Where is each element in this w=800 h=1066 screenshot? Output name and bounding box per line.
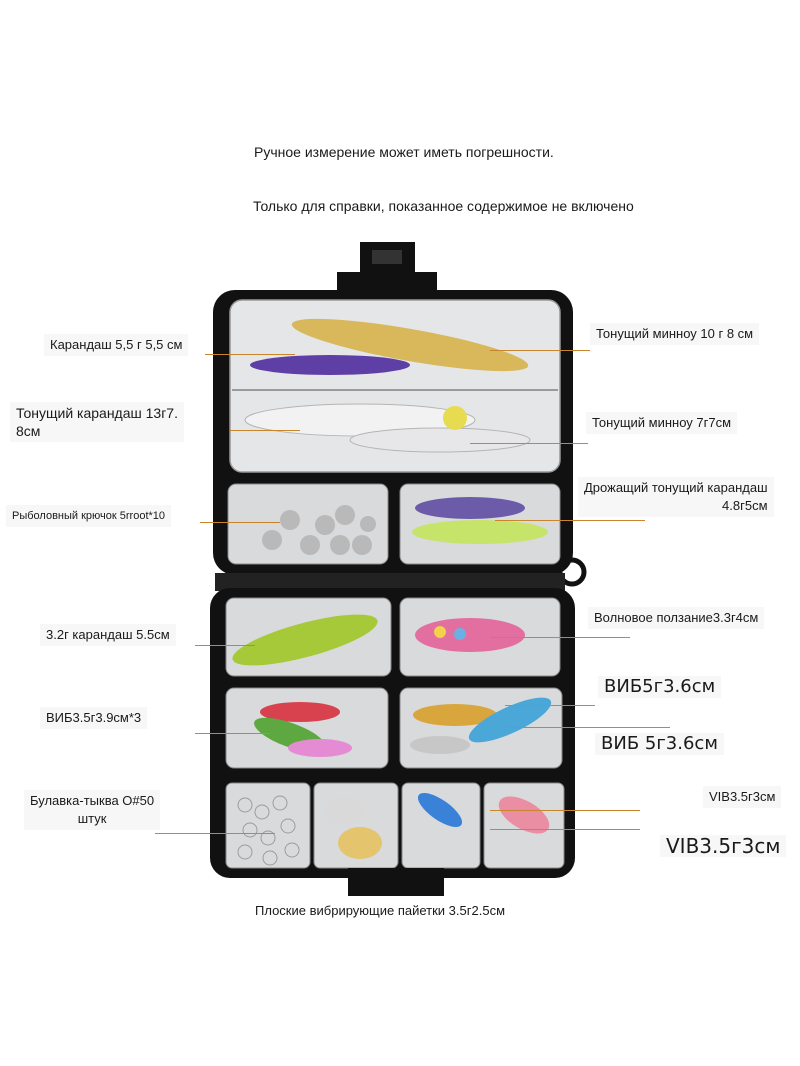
- leader-line: [490, 637, 630, 638]
- label-pumpkin-pin-line1: Булавка-тыква О#50: [30, 793, 155, 808]
- label-pencil-32: 3.2г карандаш 5.5см: [40, 624, 176, 646]
- leader-line: [505, 727, 670, 728]
- label-sinking-pencil-line2: 8см: [16, 423, 41, 439]
- leader-line: [230, 430, 300, 431]
- leader-line: [155, 833, 275, 834]
- label-vib-35-39: ВИБ3.5г3.9см*3: [40, 707, 148, 729]
- reference-note: Только для справки, показанное содержимо…: [253, 198, 634, 214]
- leader-line: [505, 705, 595, 706]
- label-flat-spinner: Плоские вибрирующие пайетки 3.5г2.5см: [255, 903, 506, 918]
- leader-line: [495, 520, 645, 521]
- label-trembling-pencil: Дрожащий тонущий карандаш 4.8г5см: [578, 477, 774, 517]
- label-pumpkin-pin-line2: штук: [77, 811, 107, 826]
- measurement-note: Ручное измерение может иметь погрешности…: [254, 144, 554, 160]
- leader-line: [490, 829, 640, 830]
- leader-line: [200, 522, 280, 523]
- leader-line: [205, 354, 295, 355]
- label-pencil-55: Карандаш 5,5 г 5,5 см: [44, 334, 189, 356]
- leader-line: [490, 350, 590, 351]
- label-trembling-pencil-line2: 4.8г5см: [722, 498, 768, 513]
- top-latch: [337, 242, 437, 292]
- leader-line: [470, 443, 588, 444]
- label-trembling-pencil-line1: Дрожащий тонущий карандаш: [584, 480, 768, 495]
- label-vib-35-3-a: VIB3.5г3см: [703, 786, 782, 808]
- label-sinking-pencil-line1: Тонущий карандаш 13г7.: [16, 405, 178, 421]
- label-vib-5-36-b: ВИБ 5г3.6см: [595, 733, 724, 755]
- label-vib-5-36-a: ВИБ5г3.6см: [598, 676, 722, 698]
- label-sinking-minnow-7: Тонущий минноу 7г7см: [586, 412, 738, 434]
- pin-compartment: [225, 782, 311, 869]
- label-pumpkin-pin: Булавка-тыква О#50 штук: [24, 790, 161, 830]
- label-fishing-hook: Рыболовный крючок 5rroot*10: [6, 505, 172, 527]
- label-sinking-minnow-10: Тонущий минноу 10 г 8 см: [590, 323, 760, 345]
- vib35-left-compartment: [401, 782, 481, 869]
- label-wave-crawler: Волновое ползание3.3г4см: [588, 607, 765, 629]
- label-vib-35-3-b: VIB3.5г3см: [660, 835, 787, 857]
- leader-line: [195, 733, 270, 734]
- leader-line: [195, 645, 255, 646]
- label-sinking-pencil: Тонущий карандаш 13г7. 8см: [10, 402, 184, 442]
- leader-line: [490, 810, 640, 811]
